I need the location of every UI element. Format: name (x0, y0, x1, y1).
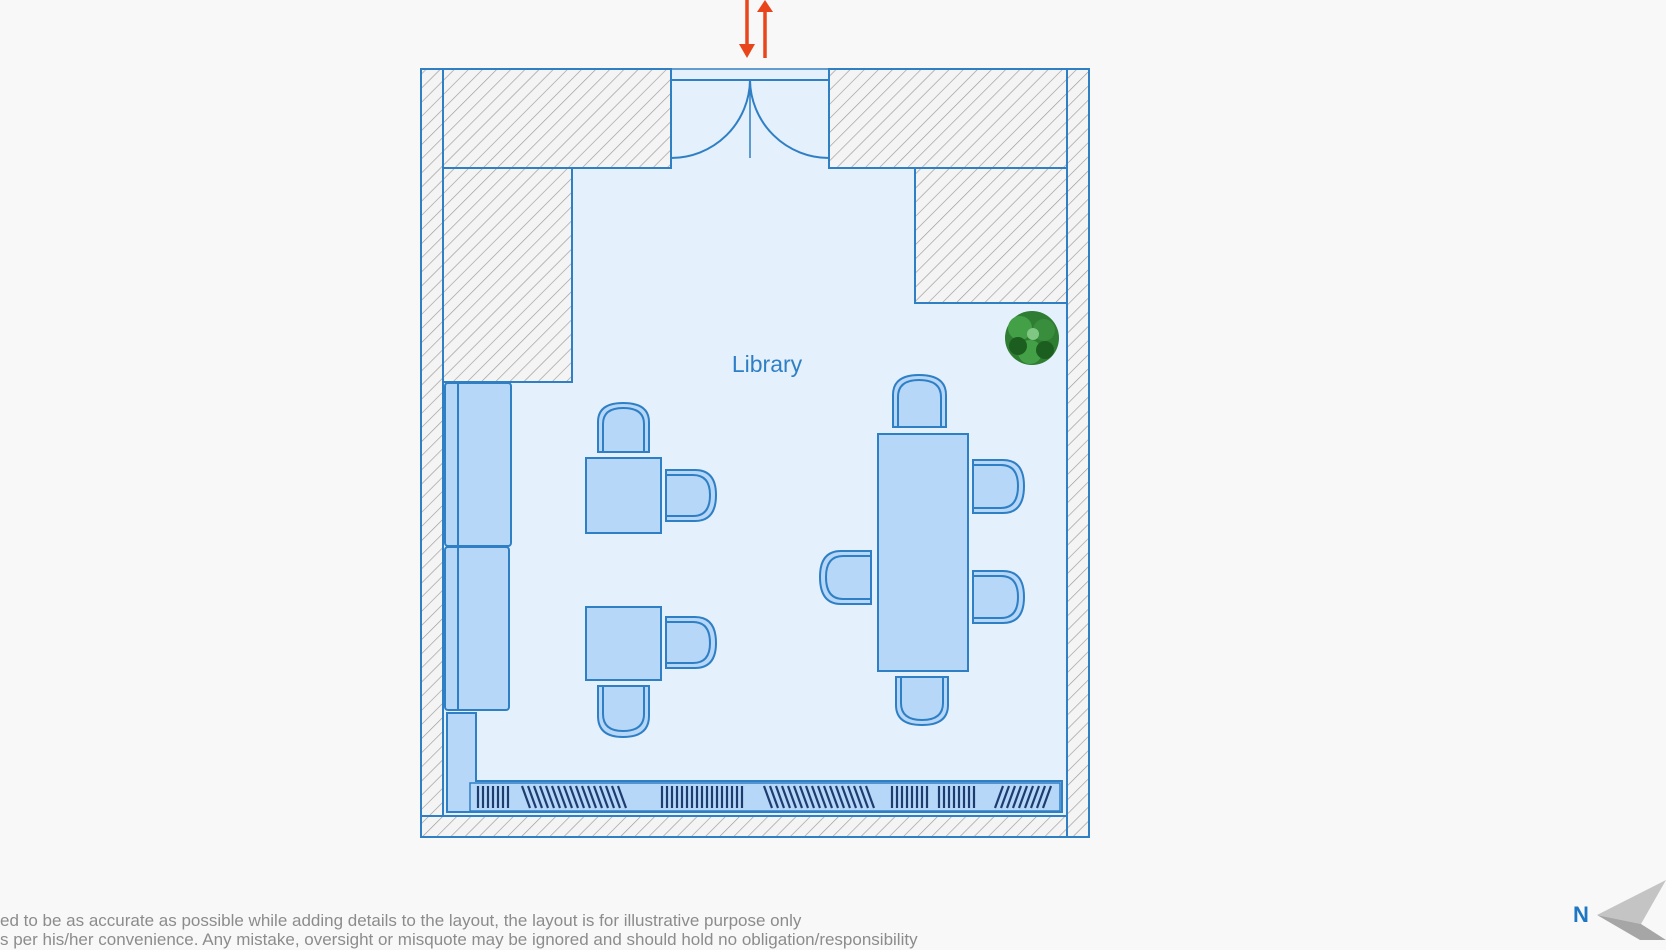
structural-blocks (442, 68, 1068, 383)
books-group-1 (476, 786, 510, 808)
table-top (585, 457, 662, 534)
disclaimer-line-2: s per his/her convenience. Any mistake, … (0, 930, 918, 949)
door-swing-left (670, 79, 751, 159)
table-small-upper (585, 401, 718, 534)
chair-east (665, 469, 718, 522)
chair-north (597, 401, 650, 453)
books-group-5 (890, 786, 976, 808)
pillar-left (442, 167, 573, 383)
books-group-4 (762, 785, 876, 809)
north-wall-right (828, 68, 1068, 169)
books-counter (469, 782, 1061, 812)
plant-icon (1005, 311, 1059, 365)
books-group-3 (660, 786, 744, 808)
entry-exit-arrows-icon (739, 0, 773, 58)
table-top (877, 433, 969, 672)
west-wall (420, 68, 444, 838)
table-small-lower (585, 606, 718, 739)
outer-walls (420, 68, 1090, 838)
chair-south (895, 676, 949, 727)
bookshelf-upper (444, 382, 512, 547)
chair-north (892, 373, 947, 428)
north-wall-left (442, 68, 672, 169)
books-group-2 (520, 785, 628, 809)
chair-east-lower (972, 570, 1026, 624)
disclaimer-line-1: ed to be as accurate as possible while a… (0, 911, 802, 930)
door-swing-right (749, 79, 830, 159)
east-wall (1066, 68, 1090, 838)
table-top (585, 606, 662, 681)
books-group-6 (993, 785, 1053, 809)
north-arrow-icon (1597, 880, 1666, 940)
south-wall (420, 815, 1068, 838)
chair-east-upper (972, 459, 1026, 514)
chair-east (665, 616, 718, 669)
bookshelf-lower (444, 546, 510, 711)
compass-north-label: N (1573, 902, 1589, 927)
table-large (818, 373, 1026, 727)
room-label: Library (732, 351, 803, 377)
entrance-doors[interactable] (670, 68, 830, 159)
chair-west (818, 550, 872, 605)
chair-south (597, 685, 650, 739)
pillar-right (914, 167, 1068, 304)
